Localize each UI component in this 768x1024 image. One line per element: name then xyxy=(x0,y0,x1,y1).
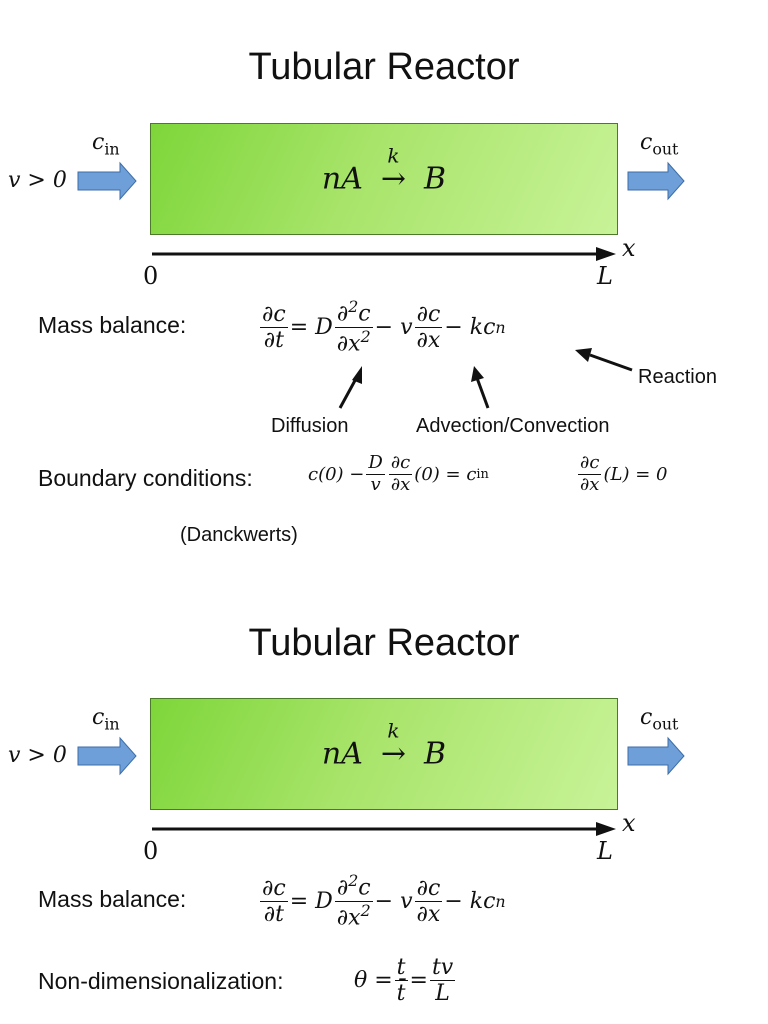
outlet-arrow-icon xyxy=(627,736,685,776)
nondimensionalization-label: Non-dimensionalization: xyxy=(38,968,284,994)
inlet-concentration: cin xyxy=(92,705,120,734)
advection-annotation: Advection/Convection xyxy=(416,415,610,437)
reactor-vessel: nA k→ B xyxy=(150,123,618,235)
mass-balance-label: Mass balance: xyxy=(38,886,187,912)
outlet-concentration: cout xyxy=(640,130,679,159)
reaction-equation: nA k→ B xyxy=(321,718,447,772)
axis-start-label: 0 xyxy=(143,262,159,290)
axis-end-label: L xyxy=(597,262,613,290)
axis-start-label: 0 xyxy=(143,837,159,865)
slide-title: Tubular Reactor xyxy=(248,46,520,88)
boundary-conditions-label: Boundary conditions: xyxy=(38,465,253,491)
axis-variable: x xyxy=(622,234,636,262)
slide-title: Tubular Reactor xyxy=(248,622,520,664)
inlet-concentration: cin xyxy=(92,130,120,159)
reaction-annotation: Reaction xyxy=(638,366,717,388)
axis-variable: x xyxy=(622,809,636,837)
outlet-concentration: cout xyxy=(640,705,679,734)
axis-end-label: L xyxy=(597,837,613,865)
advection-arrow-icon xyxy=(475,377,490,409)
outlet-arrow-icon xyxy=(627,161,685,201)
x-axis-arrowhead-icon xyxy=(596,247,616,261)
reactor-vessel: nA k→ B xyxy=(150,698,618,810)
inlet-arrow-icon xyxy=(77,161,137,201)
x-axis-arrowhead-icon xyxy=(596,822,616,836)
reaction-equation: nA k→ B xyxy=(321,143,447,197)
diffusion-annotation: Diffusion xyxy=(271,415,349,437)
reaction-arrow-icon xyxy=(589,353,633,372)
boundary-condition-outlet: ∂c∂x (L) = 0 xyxy=(578,452,668,495)
inlet-velocity: v > 0 xyxy=(8,168,67,193)
danckwerts-note: (Danckwerts) xyxy=(180,524,298,546)
inlet-arrow-icon xyxy=(77,736,137,776)
inlet-velocity: v > 0 xyxy=(8,743,67,768)
mass-balance-label: Mass balance: xyxy=(38,312,187,338)
